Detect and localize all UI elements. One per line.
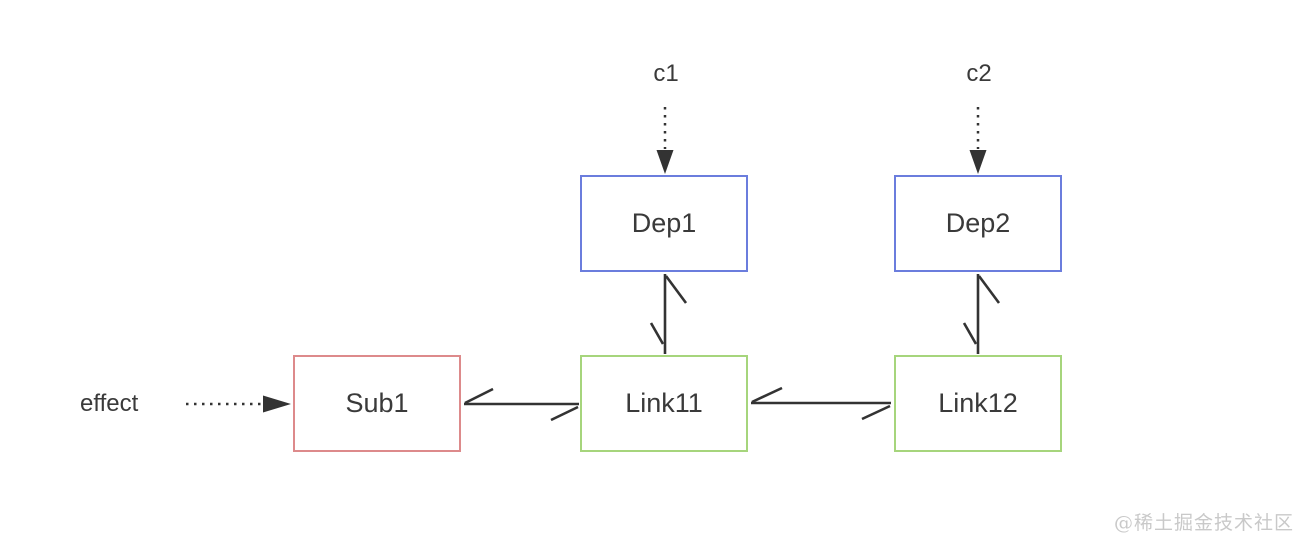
- arrowhead-right-icon: [263, 395, 291, 413]
- half-arrowhead-up: [664, 275, 688, 304]
- half-arrowhead-down: [649, 322, 665, 345]
- arrowhead-down-icon: [656, 150, 674, 174]
- half-arrowhead-left: [464, 387, 494, 405]
- node-label: Link12: [938, 388, 1018, 418]
- half-arrowhead-right: [550, 405, 579, 422]
- label-effect: effect: [80, 390, 139, 417]
- node-dep2: Dep2: [894, 175, 1062, 272]
- edge-dep1-link11: [649, 274, 688, 354]
- half-arrowhead-right: [861, 404, 891, 421]
- node-link11: Link11: [580, 355, 748, 452]
- half-arrowhead-left: [751, 386, 783, 404]
- edge-dep2-link12: [962, 274, 1001, 354]
- node-dep1: Dep1: [580, 175, 748, 272]
- node-label: Link11: [625, 388, 703, 418]
- node-sub1: Sub1: [293, 355, 461, 452]
- arrowhead-down-icon: [969, 150, 987, 174]
- node-label: Dep2: [945, 208, 1011, 238]
- edge-c2-to-dep2: [969, 107, 987, 174]
- label-c2: c2: [966, 60, 992, 87]
- label-c1: c1: [653, 60, 679, 87]
- edge-c1-to-dep1: [656, 107, 674, 174]
- node-link12: Link12: [894, 355, 1062, 452]
- edge-sub1-link11: [464, 387, 579, 422]
- edge-link11-link12: [751, 386, 891, 421]
- half-arrowhead-down: [962, 322, 978, 345]
- watermark: @稀土掘金技术社区: [1113, 512, 1294, 534]
- half-arrowhead-up: [977, 275, 1001, 304]
- edge-effect-to-sub1: [186, 395, 291, 413]
- node-label: Dep1: [631, 208, 697, 238]
- node-label: Sub1: [345, 388, 409, 418]
